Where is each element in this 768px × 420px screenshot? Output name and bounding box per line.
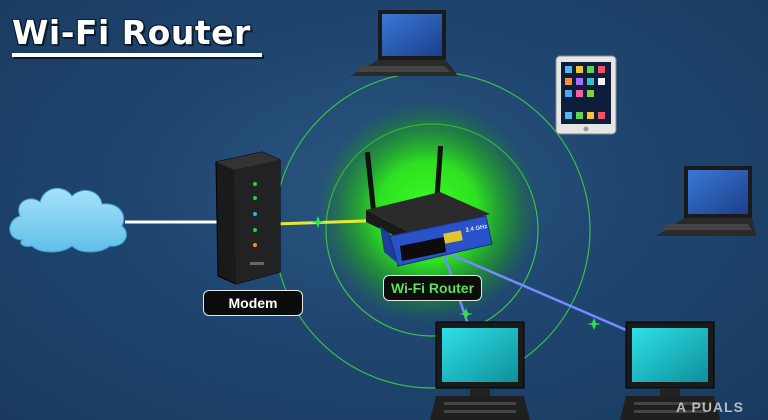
cable-router-desktop-2 [449, 252, 641, 338]
modem-label: Modem [203, 290, 303, 316]
cloud-icon [9, 187, 127, 253]
tablet-icon [555, 55, 617, 135]
wifi-router-icon: 2.4 GHz [364, 145, 493, 267]
title-underline [12, 53, 262, 57]
diagram-title: Wi-Fi Router [12, 13, 251, 52]
laptop-icon [350, 10, 458, 76]
desktop-computer-icon [430, 321, 530, 420]
connection-marker [459, 308, 473, 320]
modem-icon [215, 151, 281, 285]
router-frequency-badge: 2.4 GHz [465, 224, 488, 234]
laptop-icon [656, 166, 756, 236]
router-label: Wi-Fi Router [383, 275, 482, 301]
watermark-text: A PUALS [676, 399, 744, 415]
desktop-computer-icon [620, 321, 720, 420]
connection-marker [587, 318, 601, 330]
connection-marker [311, 216, 325, 228]
